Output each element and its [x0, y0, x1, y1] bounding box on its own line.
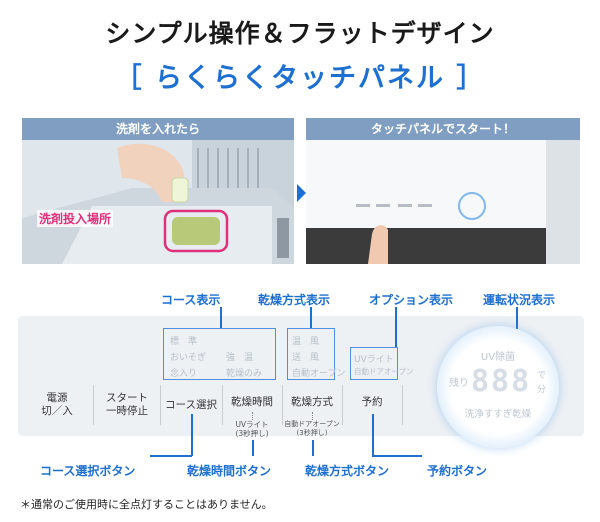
photo-touch-panel: タッチパネルでスタート！	[306, 118, 580, 264]
dry-method-display-label: 乾燥方式表示	[258, 293, 331, 307]
option-indicator-2: 自動ドアオープン	[354, 367, 414, 376]
course-indicator-3: 強 温	[226, 353, 254, 363]
connector-course-select-h	[150, 455, 192, 457]
course-select-button-label: コース選択ボタン	[40, 464, 136, 478]
connector-course-select	[191, 414, 193, 456]
divider	[160, 385, 161, 425]
reserve-label: 予約	[361, 395, 383, 408]
reserve-button-label: 予約ボタン	[427, 464, 488, 478]
course-display-group	[163, 328, 276, 380]
divider	[93, 385, 94, 425]
dry-time-label: 乾燥時間	[231, 395, 273, 408]
dry-method-display-group	[287, 328, 335, 380]
uv-light-hint-line-2: (3秒押し)	[235, 429, 269, 438]
option-display-group	[350, 347, 398, 380]
start-pause-button[interactable]: スタート 一時停止	[96, 387, 158, 423]
remaining-indicator: 残り	[449, 378, 469, 389]
dry-method-label: 乾燥方式	[291, 395, 333, 408]
reserve-button[interactable]: 予約	[343, 390, 401, 414]
divider	[342, 385, 343, 425]
dry-method-button[interactable]: 乾燥方式	[283, 390, 341, 414]
dotted-leader	[252, 412, 253, 420]
uv-sterilize-indicator: UV除菌	[480, 352, 516, 363]
page-subtitle: ［ らくらくタッチパネル ］	[0, 56, 600, 95]
start-button-label-2: 一時停止	[106, 405, 148, 417]
page-title: シンプル操作＆フラットデザイン	[105, 19, 495, 48]
uv-light-hint: UVライト (3秒押し)	[225, 420, 279, 438]
left-panel-caption: 洗剤を入れたら	[22, 118, 294, 140]
auto-door-hint-line-1: 自動ドアオープン	[284, 420, 340, 428]
dry-time-button-label: 乾燥時間ボタン	[187, 464, 272, 478]
power-button[interactable]: 電源 切／入	[24, 387, 90, 423]
unit-indicator-2: 分	[537, 385, 547, 395]
dry-time-button[interactable]: 乾燥時間	[223, 390, 281, 414]
course-indicator-2: おいそぎ	[170, 353, 207, 363]
connector-status-display	[516, 307, 518, 329]
time-digits: 888	[471, 364, 532, 399]
auto-door-hint: 自動ドアオープン (3秒押し)	[283, 420, 341, 438]
connector-dry-method	[312, 440, 314, 456]
course-select-label: コース選択	[165, 398, 217, 411]
connector-reserve	[372, 414, 374, 456]
divider	[282, 385, 283, 425]
footnote: ＊通常のご使用時に全点灯することはありません。	[20, 498, 273, 511]
connector-dry-display	[310, 307, 312, 328]
power-button-label-1: 電源	[46, 392, 68, 404]
bracket-open: ［	[114, 63, 144, 94]
dry-method-button-label: 乾燥方式ボタン	[305, 464, 390, 478]
cycle-indicator: 洗浄すすぎ乾燥	[464, 409, 532, 420]
right-panel-caption: タッチパネルでスタート！	[306, 118, 580, 140]
dotted-leader	[312, 412, 313, 420]
dry-indicator-1: 温 風	[292, 337, 320, 347]
dry-indicator-3: 自動オープン	[292, 369, 346, 379]
course-select-button[interactable]: コース選択	[161, 387, 221, 423]
course-indicator-5: 乾燥のみ	[226, 369, 263, 379]
unit-indicator-1: で	[537, 371, 547, 381]
subtitle-text: らくらくタッチパネル	[155, 63, 445, 94]
start-button-label-1: スタート	[106, 392, 148, 404]
detergent-location-label: 洗剤投入場所	[37, 210, 114, 227]
dry-indicator-2: 送 風	[292, 353, 320, 363]
divider	[222, 385, 223, 425]
divider	[402, 385, 403, 425]
status-display-label: 運転状況表示	[483, 293, 556, 307]
auto-door-hint-line-2: (3秒押し)	[296, 429, 328, 437]
connector-dry-time	[252, 440, 254, 456]
touch-illustration	[306, 118, 580, 264]
option-indicator-1: UVライト	[354, 355, 394, 365]
option-display-label: オプション表示	[369, 293, 454, 307]
next-arrow-icon	[297, 184, 306, 202]
connector-reserve-h	[372, 455, 422, 457]
course-display-label: コース表示	[161, 293, 221, 307]
course-indicator-1: 標 準	[170, 337, 198, 347]
connector-option-display	[395, 307, 397, 348]
bracket-close: ］	[456, 63, 486, 94]
power-button-label-2: 切／入	[41, 405, 73, 417]
uv-light-hint-line-1: UVライト	[235, 420, 269, 429]
status-display: UV除菌 残り 888 で 分 洗浄すすぎ乾燥	[437, 326, 559, 448]
photo-detergent: 洗剤を入れたら	[22, 118, 294, 264]
course-indicator-4: 念入り	[170, 369, 198, 379]
connector-course-display	[220, 307, 222, 328]
detergent-illustration	[22, 118, 294, 264]
